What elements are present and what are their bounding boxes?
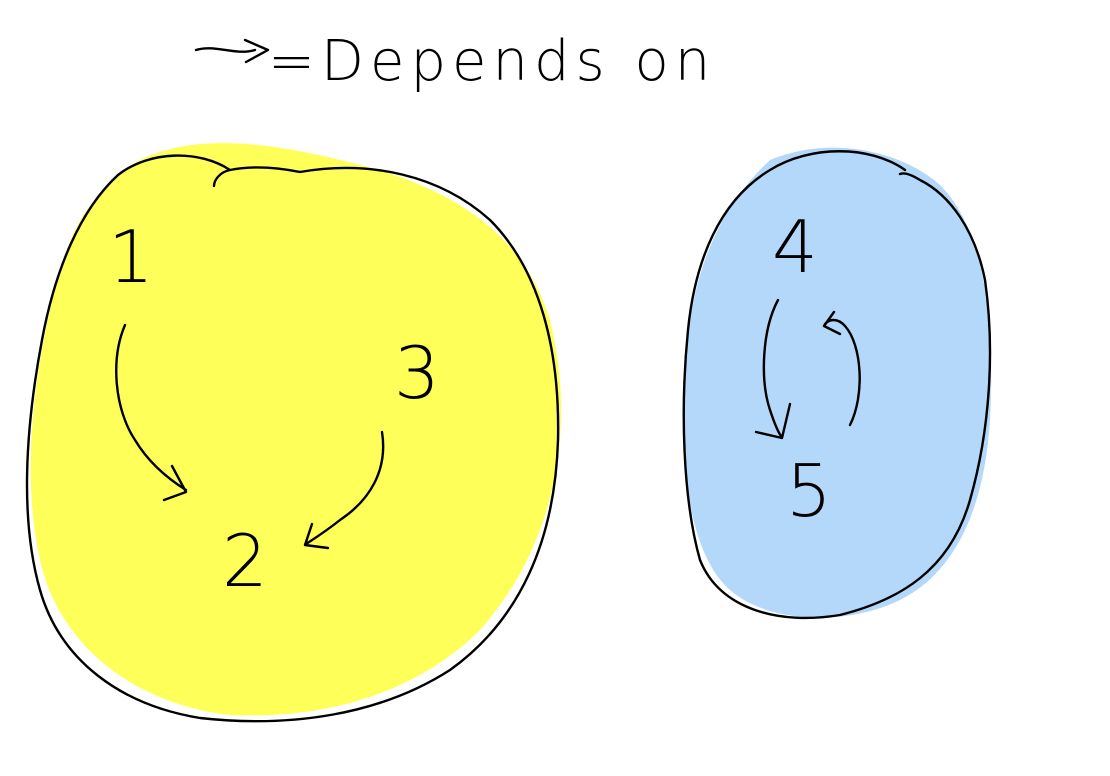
legend-text: =Depends on bbox=[268, 29, 716, 94]
node-label-5: 5 bbox=[786, 449, 832, 533]
legend-arrow-icon bbox=[194, 38, 270, 64]
edge-arrow-3-to-2 bbox=[303, 430, 385, 550]
group-blue: 4 5 bbox=[682, 147, 992, 620]
group-blue-outline bbox=[682, 150, 992, 620]
group-yellow-outline bbox=[25, 154, 560, 723]
group-yellow: 1 2 3 bbox=[25, 143, 562, 723]
legend: =Depends on bbox=[194, 29, 716, 94]
edge-arrow-5-to-4 bbox=[822, 310, 861, 427]
edge-arrow-4-to-5 bbox=[754, 298, 792, 440]
node-label-4: 4 bbox=[772, 205, 818, 289]
edge-arrow-1-to-2 bbox=[115, 323, 188, 502]
group-blue-fill bbox=[683, 147, 992, 618]
node-label-1: 1 bbox=[108, 215, 154, 299]
node-label-3: 3 bbox=[394, 331, 440, 415]
node-label-2: 2 bbox=[222, 519, 268, 603]
group-yellow-fill bbox=[30, 143, 562, 716]
